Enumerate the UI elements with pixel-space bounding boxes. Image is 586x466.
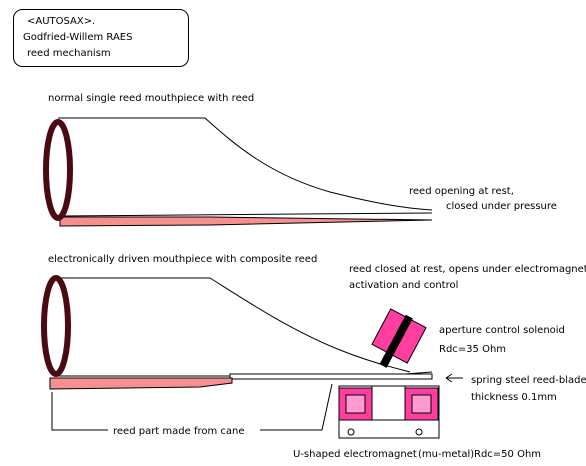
- normal-mouthpiece-diagram: normal single reed mouthpiece with reed …: [43, 93, 557, 227]
- normal-reed-note-line-1: reed opening at rest,: [409, 186, 514, 197]
- magnet-coil-right-core: [411, 394, 432, 414]
- title-line-2: Godfried-Willem RAES: [23, 32, 132, 43]
- normal-reed-note-line-2: closed under pressure: [446, 201, 557, 212]
- spring-steel-reed-blade: [229, 373, 433, 380]
- magnet-coil-right: [404, 387, 439, 421]
- electronic-mouthpiece-caption: electronically driven mouthpiece with co…: [48, 254, 317, 265]
- solenoid-band: [385, 314, 413, 358]
- magnet-coil-left-core: [345, 394, 366, 414]
- title-line-1: <AUTOSAX>: [27, 16, 92, 27]
- title-line-3: reed mechanism: [27, 48, 111, 59]
- normal-mouthpiece-caption: normal single reed mouthpiece with reed: [48, 93, 254, 104]
- solenoid-resistance: Rdc=35 Ohm: [439, 344, 506, 355]
- spring-blade-arrow: [445, 373, 463, 383]
- normal-mouthpiece-bottom-line: [57, 212, 433, 217]
- cane-reed-part: [49, 377, 233, 390]
- solenoid-plunger: [379, 353, 393, 368]
- normal-reed: [59, 216, 433, 227]
- magnet-mount-hole-right: [415, 428, 423, 436]
- reed-closed-note-line-2: activation and control: [349, 280, 458, 291]
- electronic-mouthpiece-diagram: electronically driven mouthpiece with co…: [41, 254, 586, 460]
- spring-blade-label-line-1: spring steel reed-blade: [471, 375, 586, 386]
- cane-leader-line: [51, 383, 333, 431]
- electromagnet-resistance: Rdc=50 Ohm: [474, 449, 541, 460]
- spring-blade-label-line-2: thickness 0.1mm: [471, 392, 557, 403]
- electromagnet-label: U-shaped electromagnet: [293, 449, 417, 460]
- cane-part-label: reed part made from cane: [113, 426, 245, 437]
- normal-mouthpiece-ring: [43, 119, 73, 221]
- title-line-1-dot: .: [92, 16, 95, 27]
- aperture-control-solenoid: [371, 308, 427, 368]
- electromagnet-material: (mu-metal): [418, 449, 474, 460]
- reed-closed-note-line-1: reed closed at rest, opens under electro…: [349, 264, 586, 275]
- title-box-frame: [13, 9, 189, 67]
- solenoid-label: aperture control solenoid: [439, 325, 565, 336]
- title-box: <AUTOSAX> . Godfried-Willem RAES reed me…: [13, 9, 189, 67]
- u-shaped-electromagnet: [338, 385, 440, 439]
- electronic-mouthpiece-body: [58, 277, 411, 373]
- normal-mouthpiece-body: [58, 117, 433, 211]
- electronic-mouthpiece-ring: [41, 275, 71, 377]
- magnet-mount-hole-left: [347, 428, 355, 436]
